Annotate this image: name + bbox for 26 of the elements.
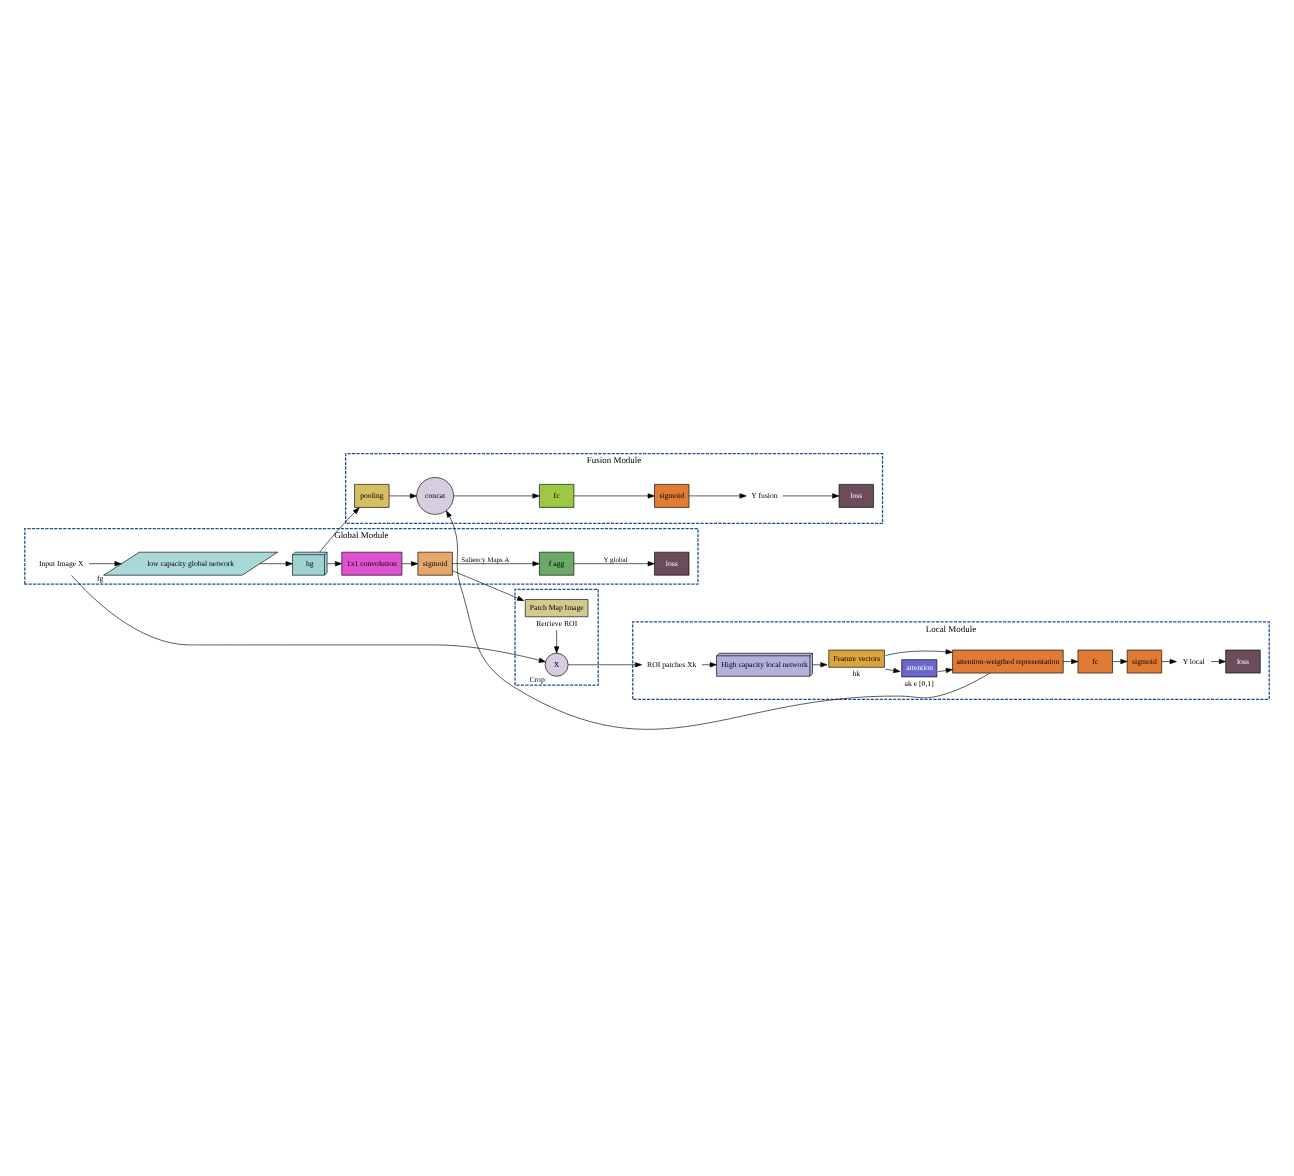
- arrow: [1062, 658, 1079, 664]
- arrow: [259, 560, 293, 566]
- arrow: [567, 661, 642, 667]
- arrow: [326, 560, 342, 566]
- arrow: [885, 648, 953, 655]
- arrow: [812, 661, 828, 667]
- arrow: [573, 492, 655, 498]
- arrow: [71, 574, 546, 662]
- arrow: [1210, 658, 1226, 664]
- arrow: [1161, 658, 1177, 664]
- arrow: [885, 666, 901, 673]
- arrow: [446, 509, 990, 729]
- arrow: [452, 560, 540, 566]
- arrow: [401, 560, 419, 566]
- arrow: [688, 492, 747, 498]
- arrow: [388, 492, 417, 498]
- arrow: [88, 560, 122, 566]
- arrow: [453, 492, 540, 498]
- arrow: [319, 506, 360, 552]
- arrow: [782, 492, 840, 498]
- arrow: [937, 666, 953, 672]
- arrow: [573, 560, 655, 566]
- arrow: [452, 569, 525, 601]
- arrow: [1112, 658, 1128, 664]
- arrow: [554, 629, 560, 653]
- arrow: [701, 661, 717, 667]
